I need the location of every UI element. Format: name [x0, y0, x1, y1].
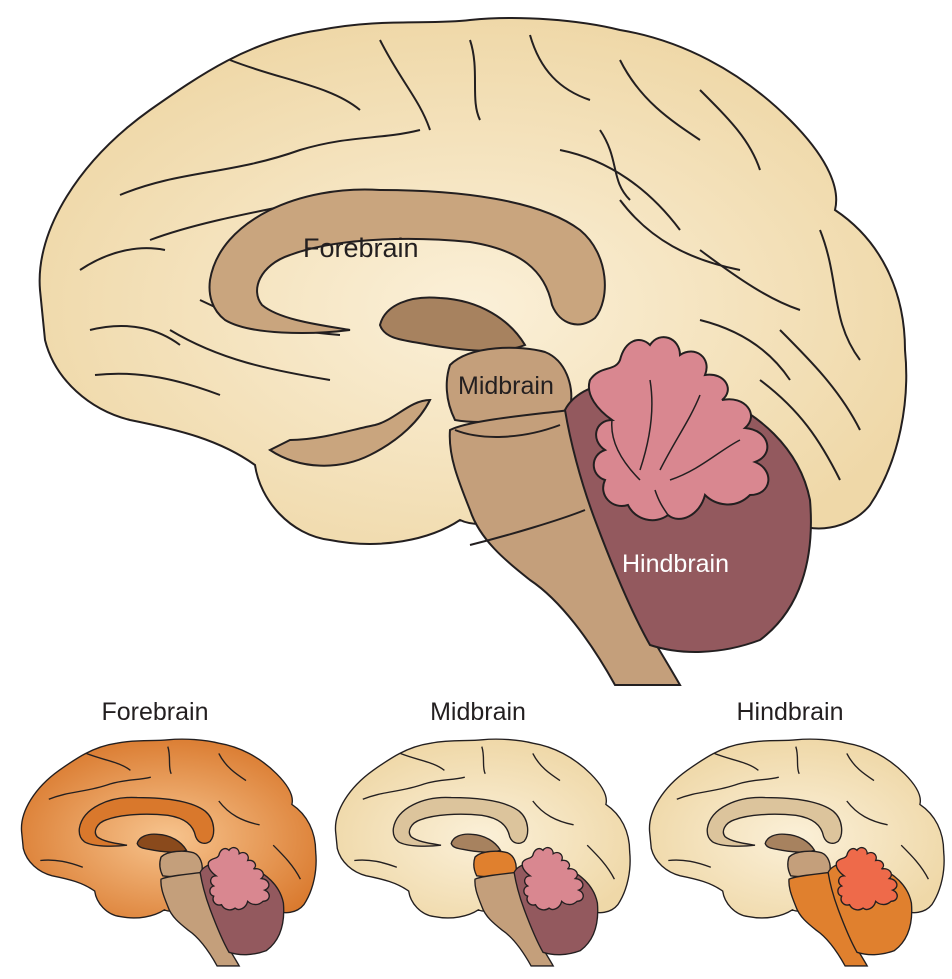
thumbnail-hindbrain [649, 739, 944, 966]
thumbnail-midbrain [335, 739, 630, 966]
main-brain-diagram: Forebrain Midbrain Hindbrain [40, 18, 907, 685]
label-hindbrain: Hindbrain [622, 550, 729, 578]
thumbnail-title-hindbrain: Hindbrain [640, 698, 940, 727]
thumbnail-forebrain [21, 739, 316, 966]
label-forebrain: Forebrain [303, 233, 419, 263]
label-midbrain: Midbrain [458, 372, 554, 400]
thumbnail-title-midbrain: Midbrain [328, 698, 628, 727]
thumbnail-title-forebrain: Forebrain [5, 698, 305, 727]
